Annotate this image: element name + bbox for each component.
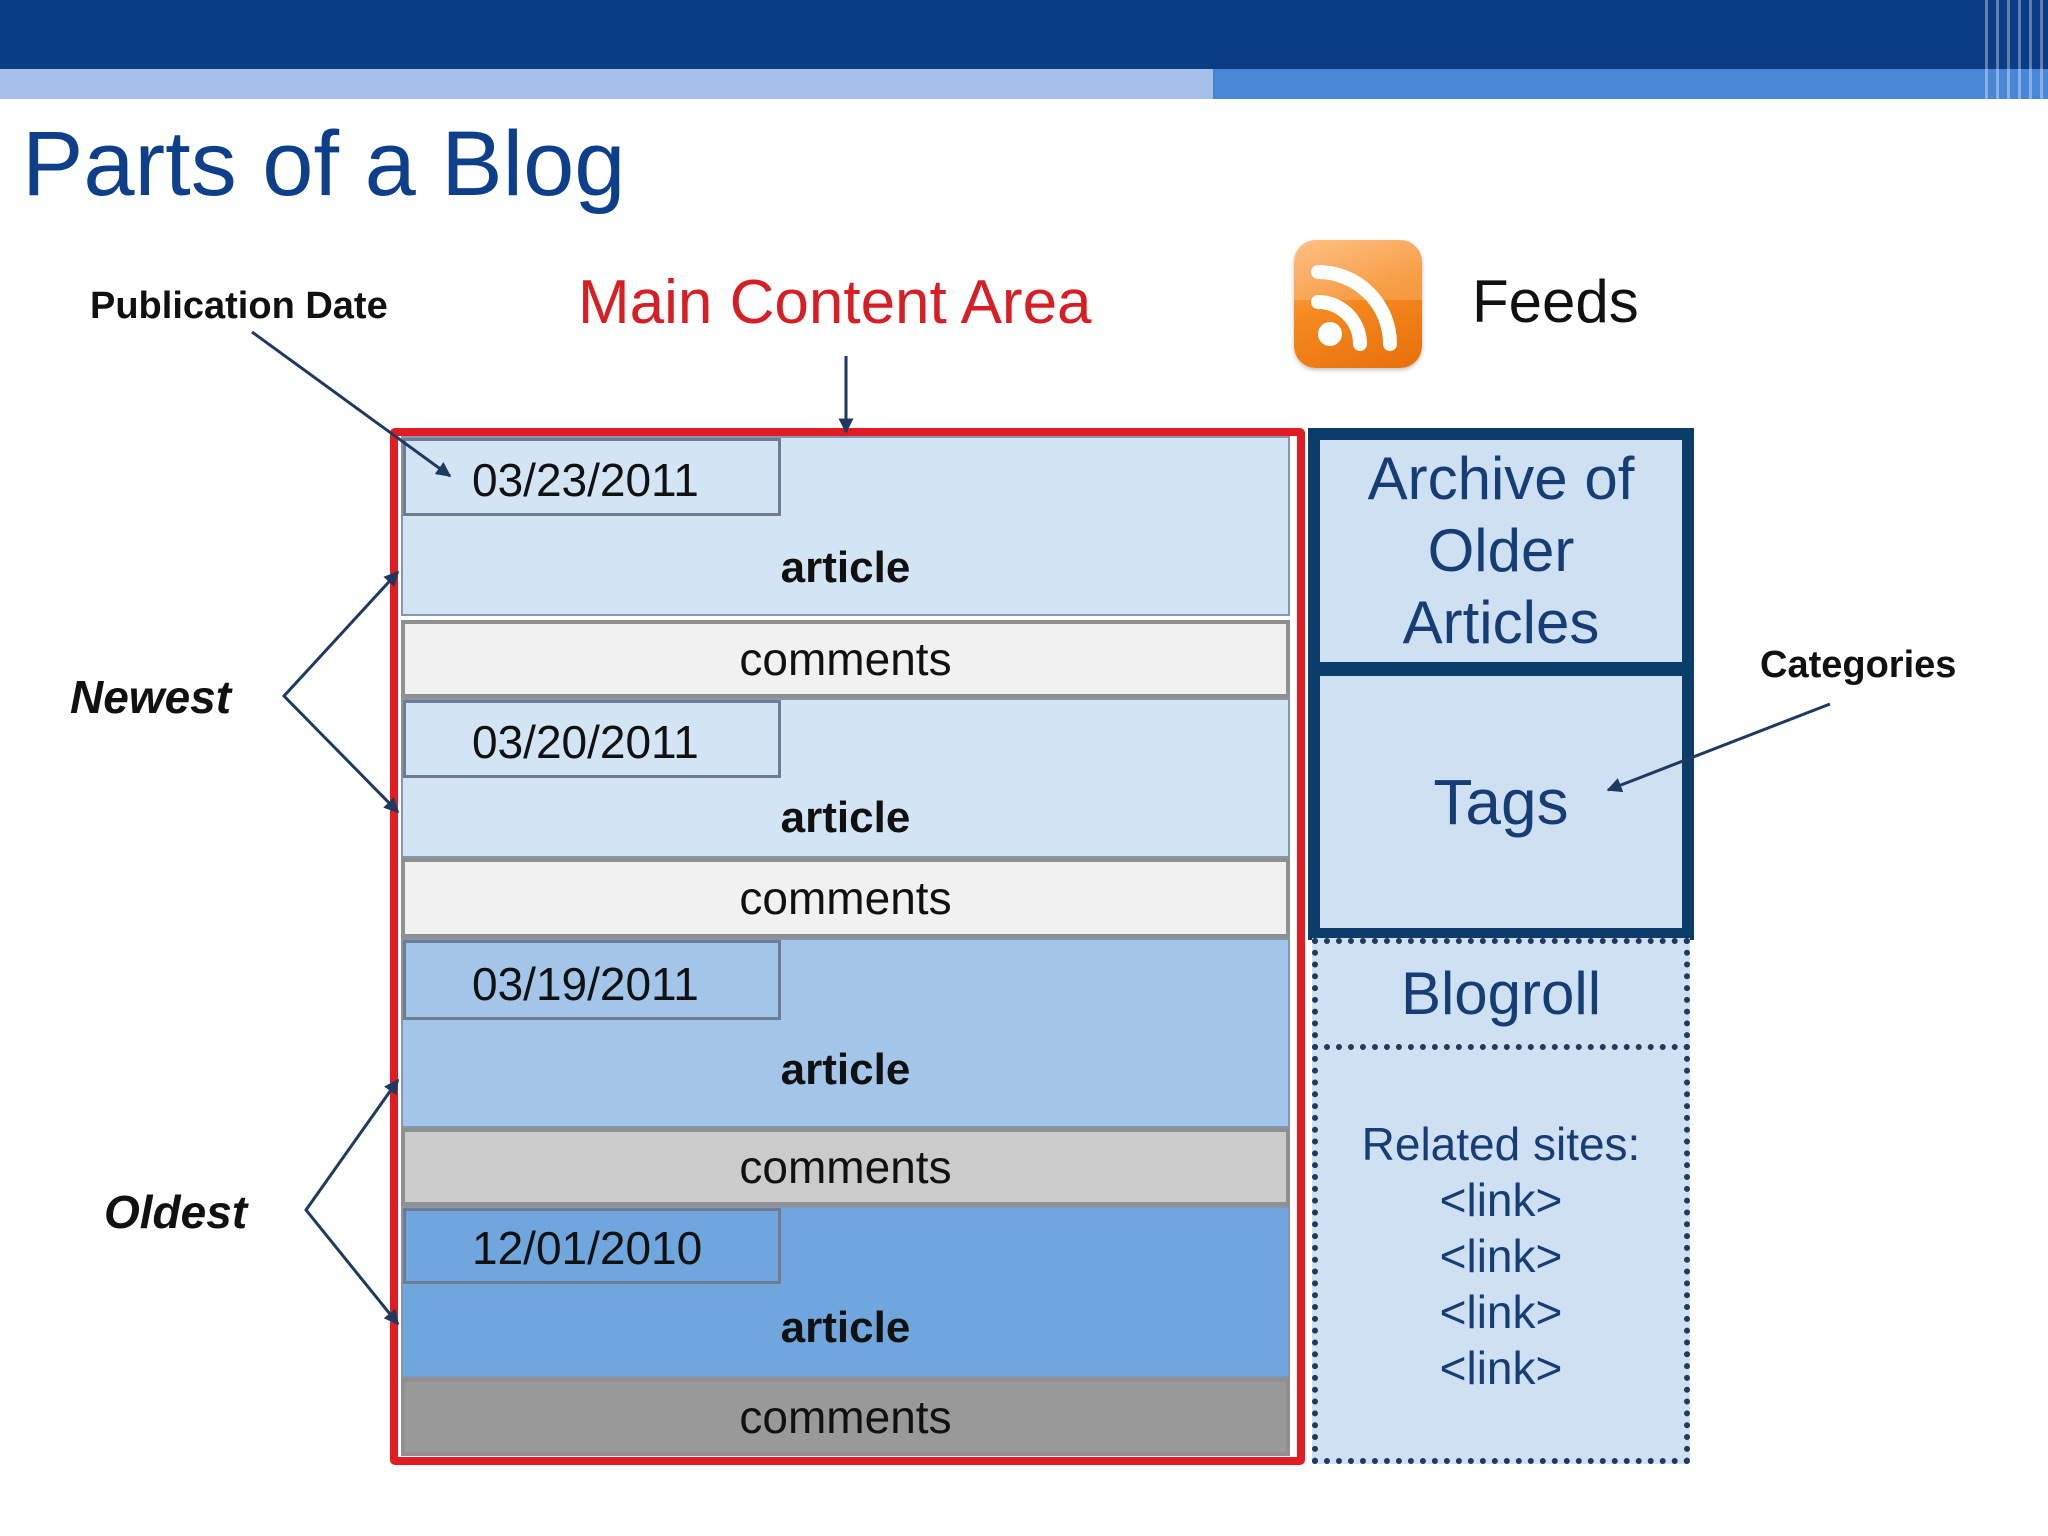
header-accent-light [0, 69, 1213, 99]
header-band [0, 0, 2048, 69]
categories-label: Categories [1760, 644, 1957, 686]
comments-block: comments [401, 1128, 1290, 1206]
categories-arrow [1606, 702, 1831, 793]
related-link: <link> [1439, 1342, 1563, 1394]
header-accent-mid [1213, 69, 2048, 99]
article-label: article [780, 543, 911, 592]
article-label: article [780, 1303, 911, 1352]
oldest-bracket [304, 1078, 400, 1326]
oldest-label: Oldest [104, 1186, 248, 1238]
rss-feed-icon [1294, 240, 1422, 368]
newest-label: Newest [70, 671, 232, 723]
related-link: <link> [1439, 1286, 1563, 1338]
comments-block: comments [401, 858, 1290, 938]
newest-bracket [281, 570, 400, 814]
comments-block: comments [401, 620, 1290, 698]
publication-date-arrow [251, 330, 452, 478]
main-content-area-label: Main Content Area [578, 268, 1092, 337]
related-sites-title: Related sites: [1361, 1118, 1641, 1170]
blogroll-box: Blogroll [1312, 938, 1690, 1050]
publication-date-label: Publication Date [90, 285, 388, 327]
article-label: article [780, 793, 911, 842]
publication-date: 03/23/2011 [403, 438, 781, 516]
feeds-label: Feeds [1472, 268, 1639, 335]
publication-date: 03/19/2011 [403, 940, 781, 1020]
slide-title: Parts of a Blog [22, 113, 626, 215]
publication-date: 12/01/2010 [403, 1208, 781, 1284]
related-link: <link> [1439, 1230, 1563, 1282]
publication-date: 03/20/2011 [403, 700, 781, 778]
article-label: article [780, 1045, 911, 1094]
header-stripes [1985, 0, 2048, 99]
comments-block: comments [401, 1378, 1290, 1456]
related-link: <link> [1439, 1174, 1563, 1226]
related-sites-box: Related sites: <link> <link> <link> <lin… [1312, 1044, 1690, 1464]
tags-box: Tags [1308, 664, 1694, 940]
